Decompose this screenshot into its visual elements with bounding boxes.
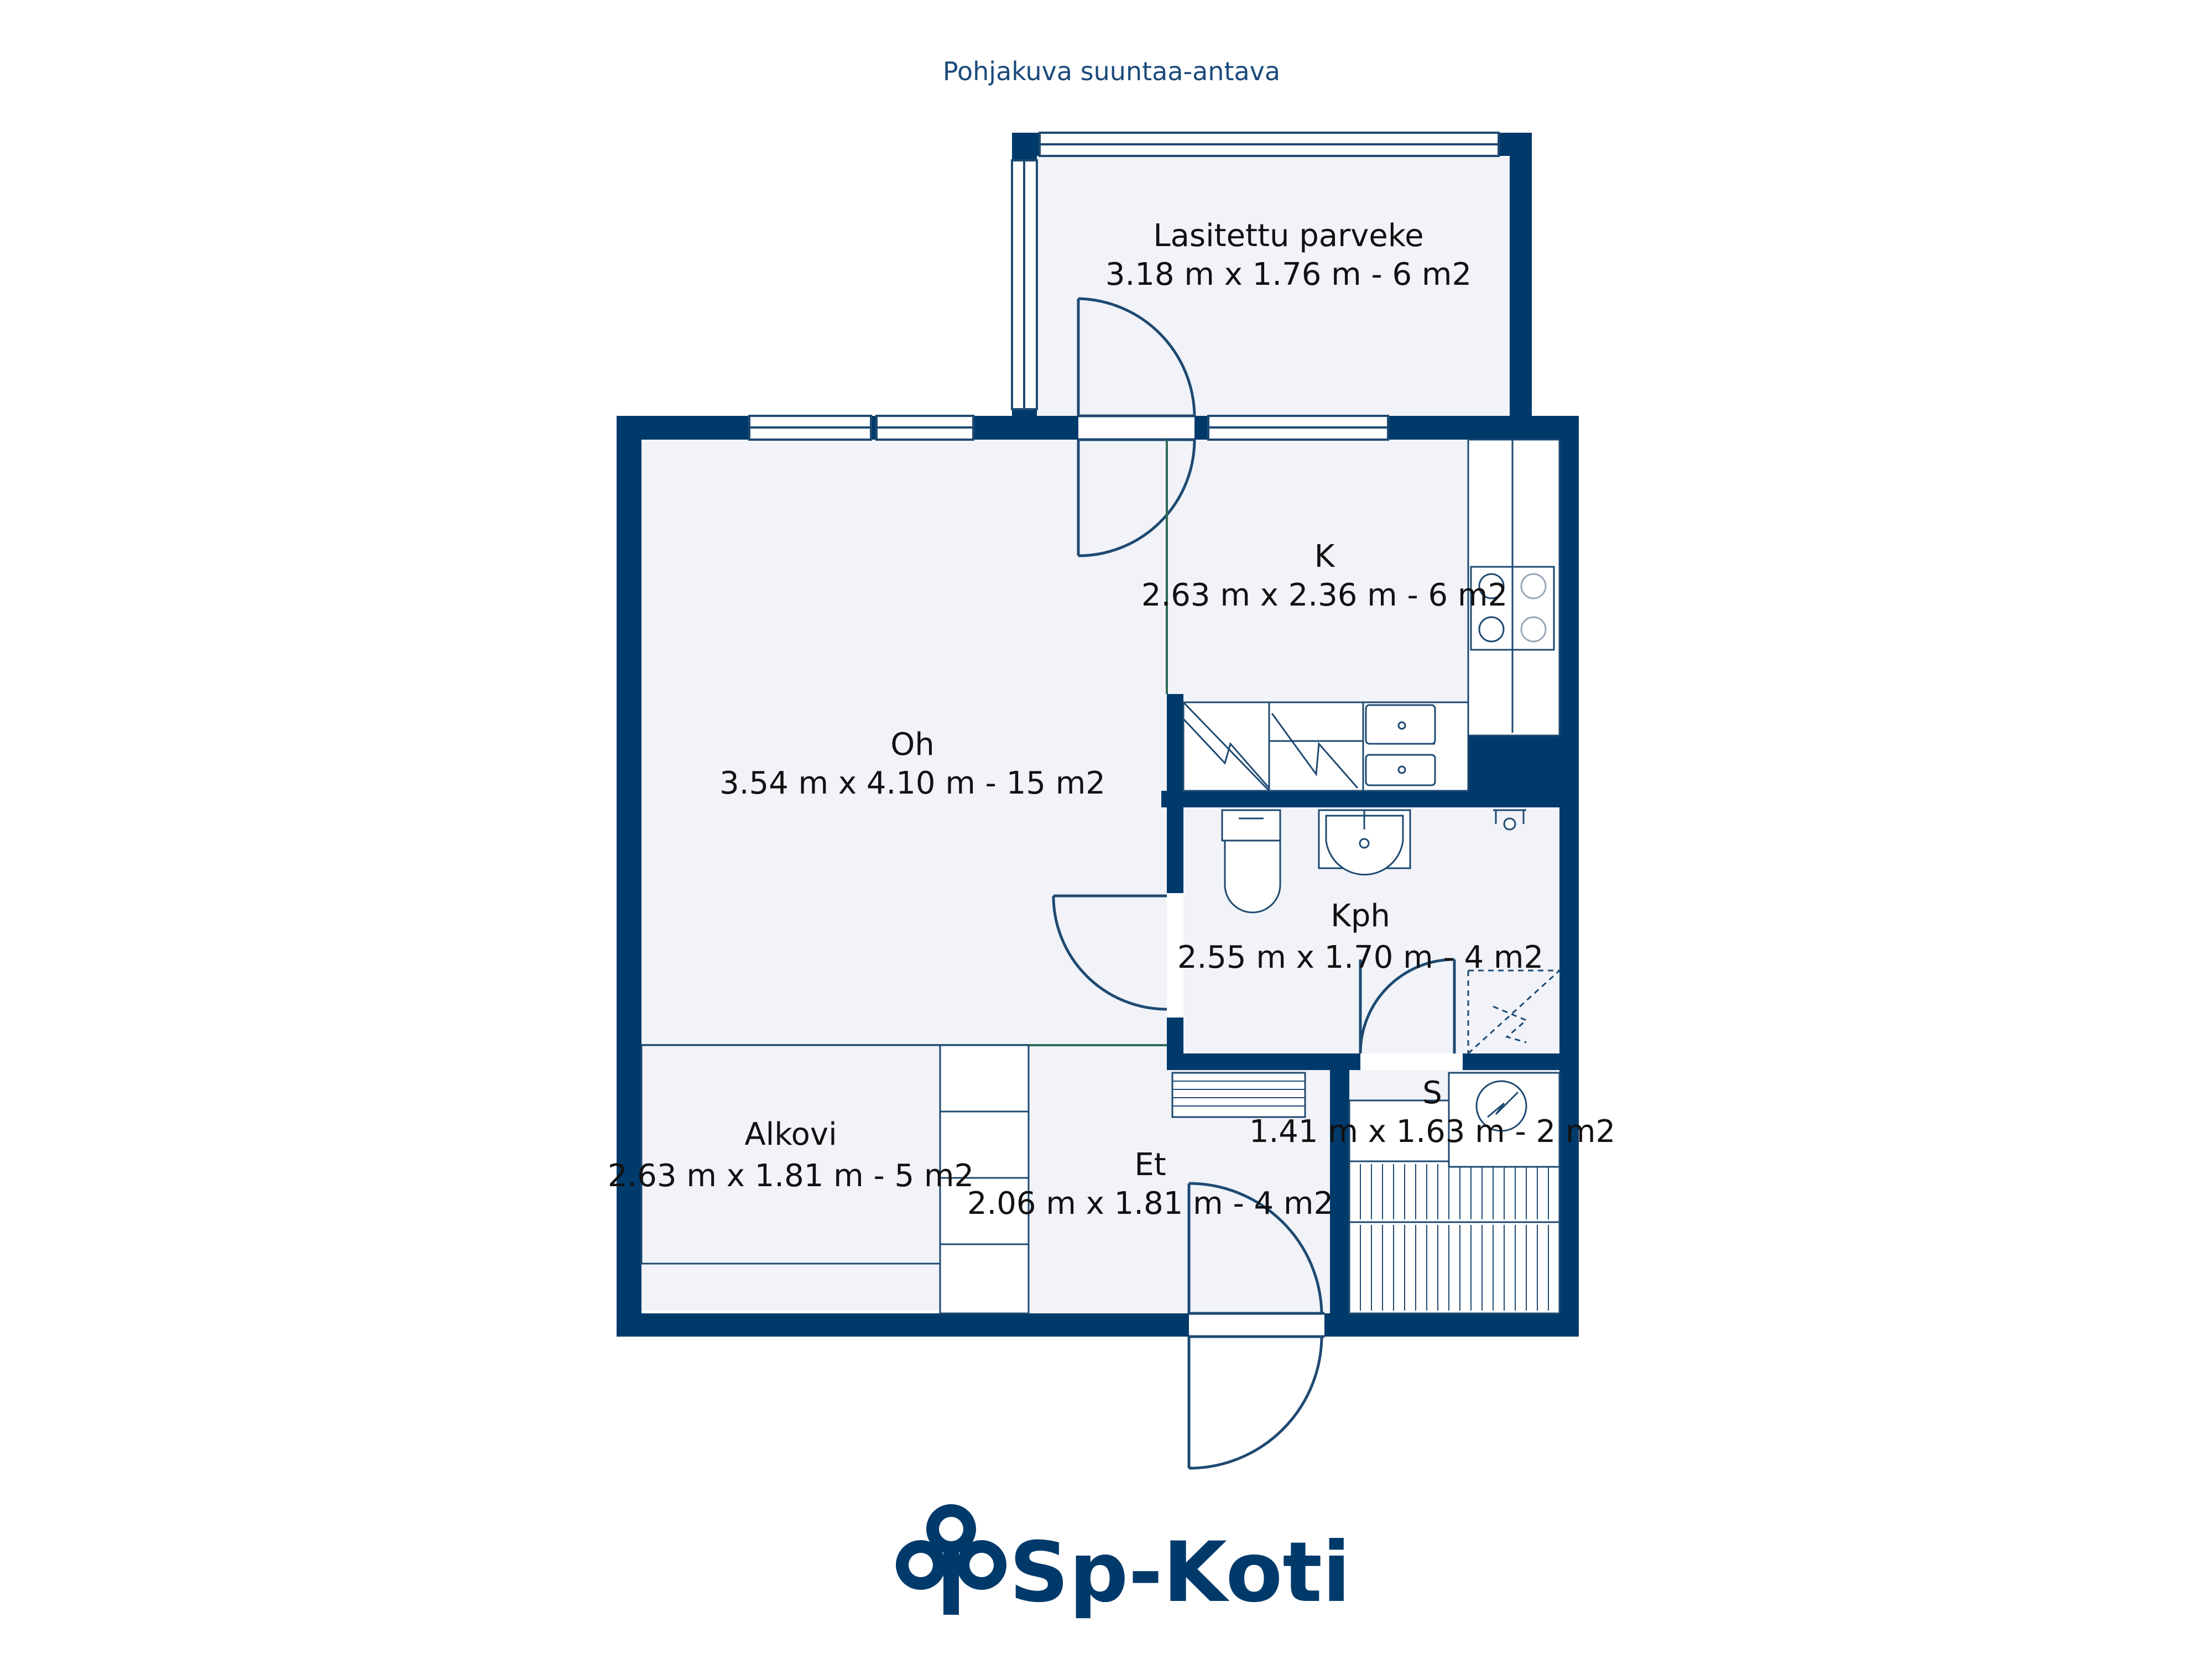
brand-logo: Sp-Koti bbox=[896, 1504, 1350, 1621]
wardrobe bbox=[939, 1044, 1030, 1314]
bathroom-fixtures bbox=[1221, 809, 1561, 1055]
door-opening-entry bbox=[1189, 1313, 1324, 1337]
door-opening-oh bbox=[1167, 893, 1183, 1018]
wall-kitchen-block bbox=[1468, 733, 1579, 807]
wall-bottom bbox=[617, 1313, 1579, 1337]
shoe-rack bbox=[1171, 1072, 1306, 1118]
shelf-slats bbox=[1360, 1164, 1549, 1311]
door-opening-balcony bbox=[1078, 416, 1194, 440]
alkovi-bed bbox=[640, 1044, 941, 1265]
storage-fixtures bbox=[640, 1044, 1561, 1314]
room-dims-alkovi: 2.63 m x 1.81 m - 5 m2 bbox=[608, 1158, 974, 1194]
room-dims-et: 2.06 m x 1.81 m - 4 m2 bbox=[967, 1186, 1333, 1222]
storage-shelving bbox=[1348, 1160, 1561, 1314]
shower-area bbox=[1467, 969, 1561, 1055]
door-opening-bath bbox=[1360, 1053, 1463, 1070]
kitchen-fixtures bbox=[1182, 439, 1561, 792]
room-labels: Lasitettu parveke 3.18 m x 1.76 m - 6 m2… bbox=[608, 218, 1615, 1222]
doors bbox=[1052, 297, 1456, 1470]
room-name-et: Et bbox=[1134, 1147, 1166, 1183]
room-name-k: K bbox=[1314, 539, 1335, 575]
shower-icon bbox=[1493, 809, 1526, 831]
room-dims-oh: 3.54 m x 4.10 m - 15 m2 bbox=[719, 765, 1105, 801]
sink-icon bbox=[1365, 704, 1436, 745]
room-dims-k: 2.63 m x 2.36 m - 6 m2 bbox=[1141, 577, 1507, 613]
room-dims-kph: 2.55 m x 1.70 m - 4 m2 bbox=[1177, 940, 1543, 975]
balcony-wall-right bbox=[1510, 133, 1532, 420]
room-dims-s: 1.41 m x 1.63 m - 2 m2 bbox=[1249, 1114, 1615, 1150]
room-name-s: S bbox=[1422, 1075, 1442, 1111]
wall-right bbox=[1559, 416, 1579, 1337]
room-name-oh: Oh bbox=[890, 727, 935, 763]
brand-name: Sp-Koti bbox=[1009, 1525, 1350, 1621]
wall-storage-left bbox=[1330, 1067, 1349, 1313]
room-name-parveke: Lasitettu parveke bbox=[1153, 218, 1423, 254]
parveke-floor bbox=[1037, 157, 1510, 417]
room-dims-parveke: 3.18 m x 1.76 m - 6 m2 bbox=[1105, 257, 1472, 293]
tree-logo-icon bbox=[896, 1504, 1006, 1615]
boiler-icon bbox=[1448, 1072, 1561, 1168]
windows bbox=[748, 132, 1500, 1337]
room-name-alkovi: Alkovi bbox=[744, 1117, 837, 1152]
kitchen-cabinets bbox=[1182, 701, 1469, 792]
room-name-kph: Kph bbox=[1331, 898, 1390, 934]
wall-left bbox=[617, 416, 641, 1337]
toilet-icon bbox=[1221, 809, 1281, 842]
plan-caption: Pohjakuva suuntaa-antava bbox=[943, 56, 1280, 86]
